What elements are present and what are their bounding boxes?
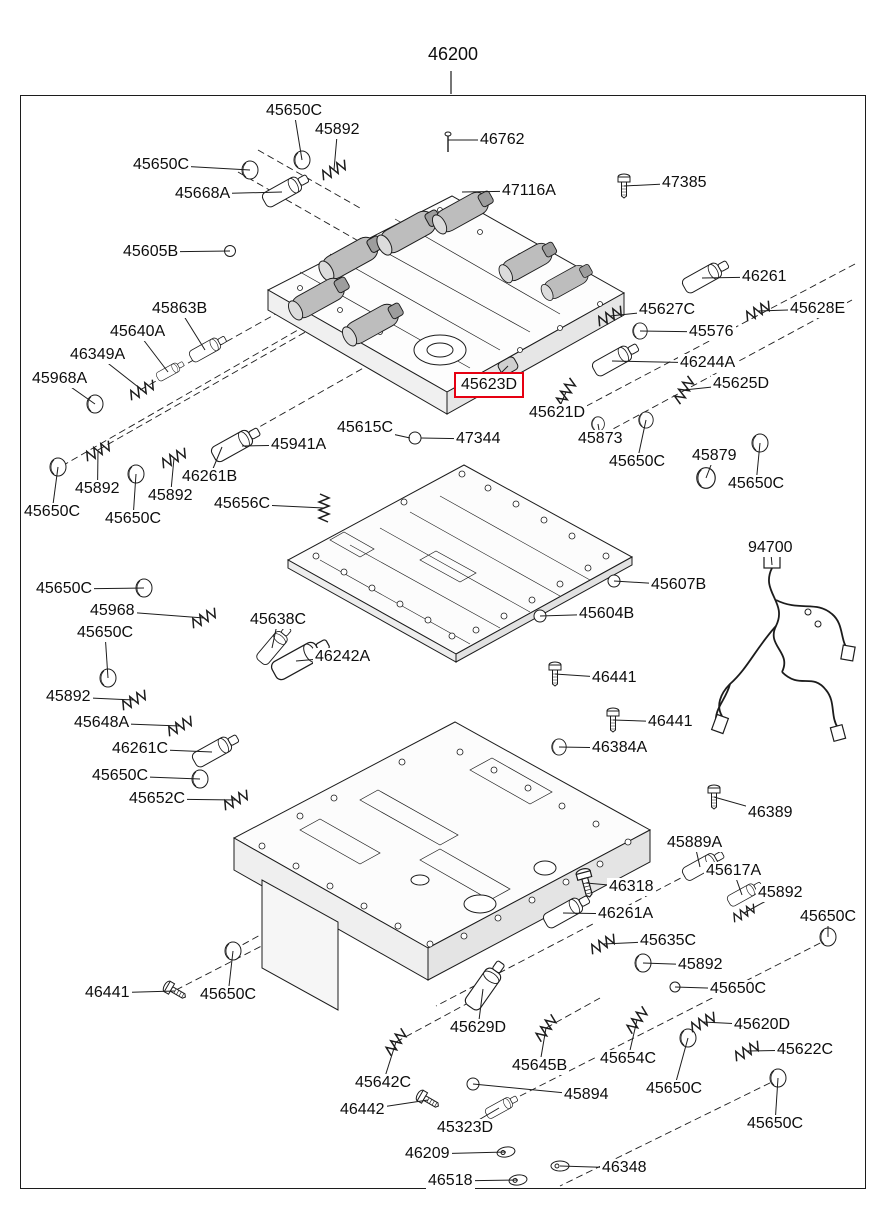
part-label-45894[interactable]: 45894: [562, 1086, 611, 1105]
part-label-46209[interactable]: 46209: [403, 1145, 452, 1164]
part-label-46389[interactable]: 46389: [746, 804, 795, 823]
part-label-45892[interactable]: 45892: [73, 480, 122, 499]
part-label-45654C[interactable]: 45654C: [598, 1050, 659, 1069]
part-label-45650C[interactable]: 45650C: [726, 475, 787, 494]
part-label-45650C[interactable]: 45650C: [22, 503, 83, 522]
wiring-harness: [710, 555, 856, 743]
part-label-45620D[interactable]: 45620D: [732, 1016, 793, 1035]
part-label-45650C[interactable]: 45650C: [264, 102, 325, 121]
part-label-45628E[interactable]: 45628E: [788, 300, 848, 319]
part-label-45650C[interactable]: 45650C: [745, 1115, 806, 1134]
part-label-45656C[interactable]: 45656C: [212, 495, 273, 514]
part-label-45617A[interactable]: 45617A: [704, 862, 764, 881]
part-label-45576[interactable]: 45576: [687, 323, 736, 342]
part-label-45604B[interactable]: 45604B: [577, 605, 637, 624]
part-label-46242A[interactable]: 46242A: [313, 648, 373, 667]
part-label-46442[interactable]: 46442: [338, 1101, 387, 1120]
part-label-45863B[interactable]: 45863B: [150, 300, 210, 319]
part-label-45889A[interactable]: 45889A: [665, 834, 725, 853]
part-label-45622C[interactable]: 45622C: [775, 1041, 836, 1060]
part-label-46441[interactable]: 46441: [646, 713, 695, 732]
part-label-47116A[interactable]: 47116A: [500, 182, 558, 201]
part-label-45645B[interactable]: 45645B: [510, 1057, 570, 1076]
part-label-45621D[interactable]: 45621D: [527, 404, 588, 423]
part-label-45323D[interactable]: 45323D: [435, 1119, 496, 1138]
part-label-45629D[interactable]: 45629D: [448, 1019, 509, 1038]
part-label-45668A[interactable]: 45668A: [173, 185, 233, 204]
part-label-45650C[interactable]: 45650C: [708, 980, 769, 999]
part-label-46261C[interactable]: 46261C: [110, 740, 171, 759]
part-label-46518[interactable]: 46518: [426, 1172, 475, 1191]
part-label-46441[interactable]: 46441: [590, 669, 639, 688]
part-label-45642C[interactable]: 45642C: [353, 1074, 414, 1093]
part-label-46318[interactable]: 46318: [607, 878, 656, 897]
part-label-45650C[interactable]: 45650C: [90, 767, 151, 786]
part-label-45623D[interactable]: 45623D: [454, 372, 525, 399]
part-label-47344[interactable]: 47344: [454, 430, 503, 449]
part-label-45625D[interactable]: 45625D: [711, 375, 772, 394]
lower-valve-body: [232, 721, 652, 1011]
part-label-45892[interactable]: 45892: [676, 956, 725, 975]
part-label-45650C[interactable]: 45650C: [34, 580, 95, 599]
assembly-number-label: 46200: [406, 44, 500, 65]
part-label-94700[interactable]: 94700: [746, 539, 795, 558]
part-label-46384A[interactable]: 46384A: [590, 739, 650, 758]
part-label-45635C[interactable]: 45635C: [638, 932, 699, 951]
part-label-46348[interactable]: 46348: [600, 1159, 649, 1178]
part-label-45615C[interactable]: 45615C: [335, 419, 396, 438]
part-label-45607B[interactable]: 45607B: [649, 576, 709, 595]
part-label-45650C[interactable]: 45650C: [198, 986, 259, 1005]
part-label-45968A[interactable]: 45968A: [30, 370, 90, 389]
part-label-45652C[interactable]: 45652C: [127, 790, 188, 809]
part-label-45892[interactable]: 45892: [756, 884, 805, 903]
part-label-45879[interactable]: 45879: [690, 447, 739, 466]
part-label-46349A[interactable]: 46349A: [68, 346, 128, 365]
part-label-45650C[interactable]: 45650C: [103, 510, 164, 529]
part-label-46261[interactable]: 46261: [740, 268, 789, 287]
part-label-45650C[interactable]: 45650C: [798, 908, 859, 927]
part-label-45968[interactable]: 45968: [88, 602, 137, 621]
part-label-46441[interactable]: 46441: [83, 984, 132, 1003]
part-label-45650C[interactable]: 45650C: [644, 1080, 705, 1099]
part-label-45892[interactable]: 45892: [146, 487, 195, 506]
part-label-45605B[interactable]: 45605B: [121, 243, 181, 262]
part-label-45650C[interactable]: 45650C: [75, 624, 136, 643]
separator-plate: [286, 464, 634, 663]
part-label-45640A[interactable]: 45640A: [108, 323, 168, 342]
part-label-46261A[interactable]: 46261A: [596, 905, 656, 924]
pin-part: [444, 131, 452, 152]
part-label-45627C[interactable]: 45627C: [637, 301, 698, 320]
part-label-45892[interactable]: 45892: [313, 121, 362, 140]
part-label-45650C[interactable]: 45650C: [131, 156, 192, 175]
part-label-45873[interactable]: 45873: [576, 430, 625, 449]
part-label-45941A[interactable]: 45941A: [269, 436, 329, 455]
part-label-45638C[interactable]: 45638C: [248, 611, 309, 630]
part-label-46244A[interactable]: 46244A: [678, 354, 738, 373]
part-label-47385[interactable]: 47385: [660, 174, 709, 193]
part-label-46762[interactable]: 46762: [478, 131, 527, 150]
part-label-46261B[interactable]: 46261B: [180, 468, 240, 487]
part-label-45648A[interactable]: 45648A: [72, 714, 132, 733]
part-label-45892[interactable]: 45892: [44, 688, 93, 707]
part-label-45650C[interactable]: 45650C: [607, 453, 668, 472]
